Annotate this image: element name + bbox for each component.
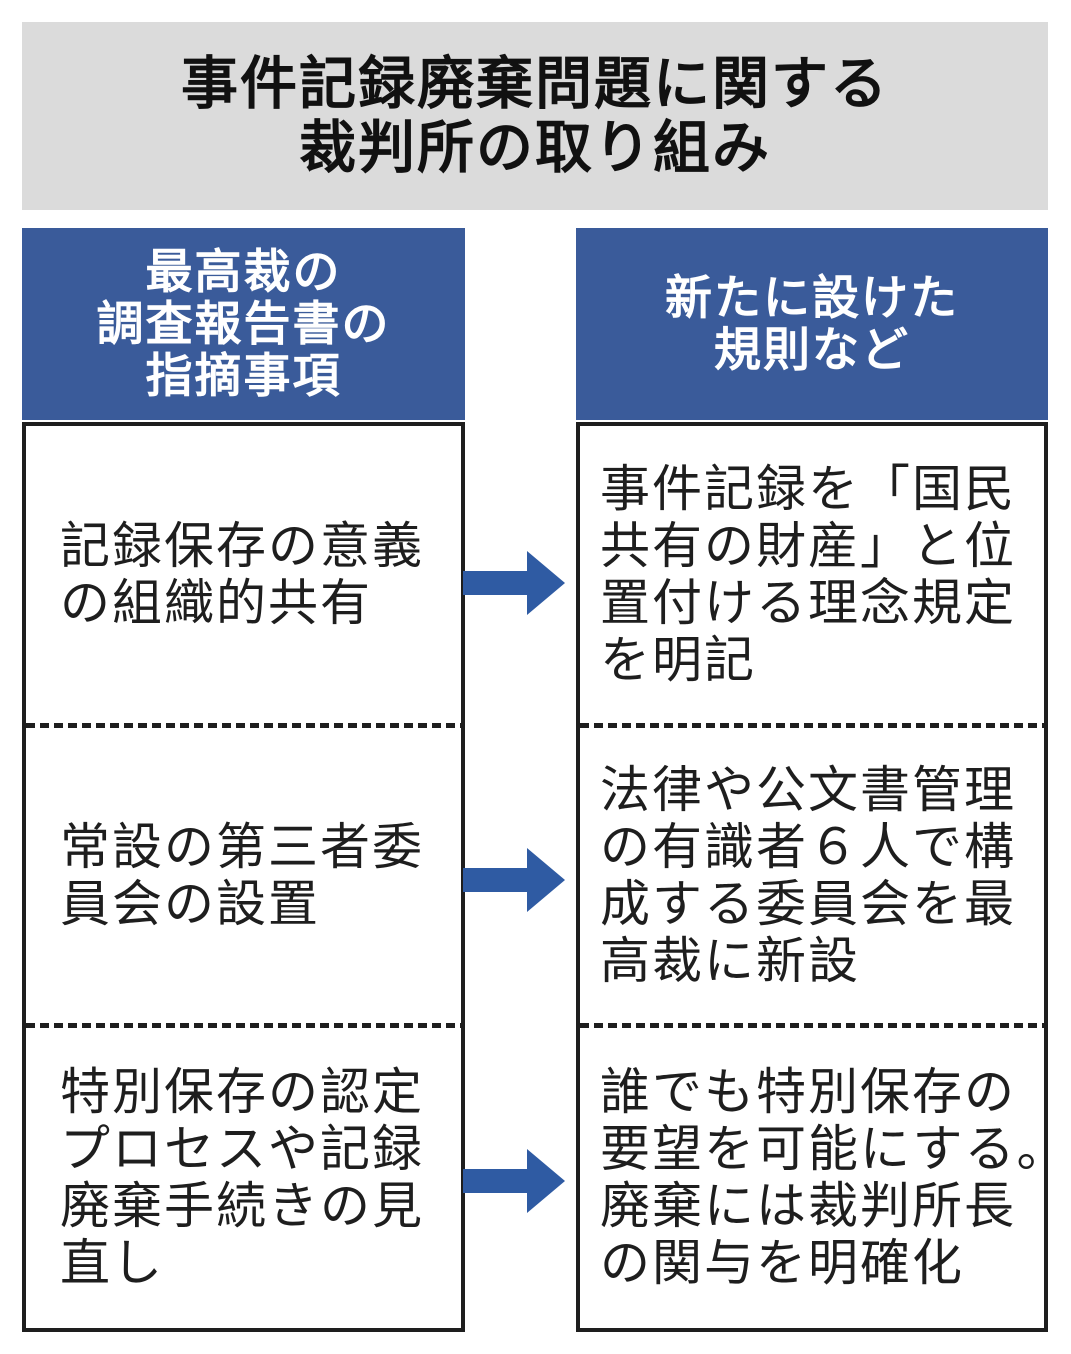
right-row-3-text: 誰でも特別保存の 要望を可能にする。 廃棄には裁判所長 の関与を明確化	[600, 1064, 1069, 1291]
left-column-header: 最高裁の 調査報告書の 指摘事項	[22, 228, 465, 420]
left-row-3-text: 特別保存の認定 プロセスや記録 廃棄手続きの見 直し	[60, 1064, 424, 1291]
dotted-divider	[580, 723, 1044, 728]
arrow-head	[527, 551, 565, 615]
dotted-divider	[580, 1023, 1044, 1028]
right-row-disposal-rules: 誰でも特別保存の 要望を可能にする。 廃棄には裁判所長 の関与を明確化	[580, 1028, 1067, 1328]
page-title: 事件記録廃棄問題に関する 裁判所の取り組み	[181, 52, 889, 180]
left-column-header-label: 最高裁の 調査報告書の 指摘事項	[96, 245, 391, 402]
left-column-box: 記録保存の意義 の組織的共有 常設の第三者委 員会の設置 特別保存の認定 プロセ…	[22, 422, 465, 1332]
left-row-2-text: 常設の第三者委 員会の設置	[60, 818, 424, 932]
arrow-right-icon	[463, 1149, 565, 1213]
arrow-head	[527, 848, 565, 912]
arrow-shaft	[463, 571, 527, 595]
right-row-new-committee: 法律や公文書管理 の有識者６人で構 成する委員会を最 高裁に新設	[580, 728, 1044, 1023]
right-column-header: 新たに設けた 規則など	[576, 228, 1048, 420]
right-row-2-text: 法律や公文書管理 の有識者６人で構 成する委員会を最 高裁に新設	[600, 761, 1016, 989]
dotted-divider	[26, 1023, 461, 1028]
left-row-record-preservation: 記録保存の意義 の組織的共有	[26, 426, 461, 723]
left-row-1-text: 記録保存の意義 の組織的共有	[60, 517, 424, 631]
dotted-divider	[26, 723, 461, 728]
arrow-right-icon	[463, 848, 565, 912]
right-row-1-text: 事件記録を「国民 共有の財産」と位 置付ける理念規定 を明記	[600, 460, 1016, 688]
arrow-shaft	[463, 868, 527, 892]
arrow-head	[527, 1149, 565, 1213]
right-column-box: 事件記録を「国民 共有の財産」と位 置付ける理念規定 を明記 法律や公文書管理 …	[576, 422, 1067, 1332]
arrow-shaft	[463, 1169, 527, 1193]
arrow-right-icon	[463, 551, 565, 615]
left-row-special-preservation: 特別保存の認定 プロセスや記録 廃棄手続きの見 直し	[26, 1028, 461, 1328]
right-column-header-label: 新たに設けた 規則など	[665, 271, 959, 376]
title-banner: 事件記録廃棄問題に関する 裁判所の取り組み	[22, 22, 1048, 210]
right-row-principle-provision: 事件記録を「国民 共有の財産」と位 置付ける理念規定 を明記	[580, 426, 1044, 723]
left-row-third-party-committee: 常設の第三者委 員会の設置	[26, 728, 461, 1023]
